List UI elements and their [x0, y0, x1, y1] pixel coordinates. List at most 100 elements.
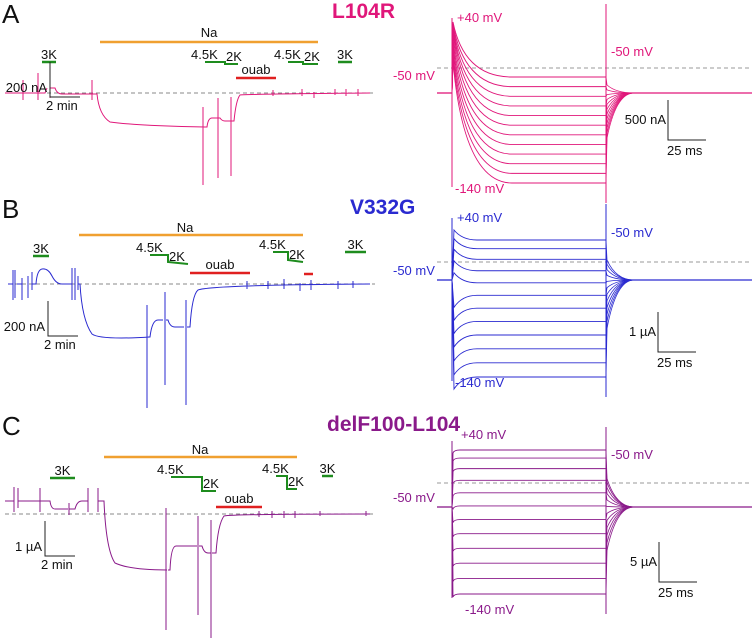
tail-current-trace — [605, 248, 635, 281]
scale-current-label: 200 nA — [4, 319, 46, 334]
step-current-trace — [451, 492, 606, 508]
scale-bar — [658, 542, 697, 583]
k45-label: 4.5K — [157, 462, 184, 477]
holding-voltage-label: -50 mV — [393, 263, 435, 278]
current-trace — [5, 487, 371, 638]
step-current-trace — [451, 279, 606, 391]
step-current-trace — [451, 279, 606, 363]
step-current-trace — [451, 47, 606, 155]
scale-time-label: 2 min — [41, 557, 73, 572]
k45-to-k2-solution-bar — [273, 251, 304, 263]
tail-current-trace — [605, 506, 635, 595]
step-current-trace — [451, 279, 606, 309]
scale-time-label: 25 ms — [667, 143, 703, 158]
scale-bar — [47, 301, 78, 337]
top-step-voltage-label: +40 mV — [461, 427, 506, 442]
mutant-title: delF100-L104 — [327, 413, 460, 436]
panel-letter: A — [2, 0, 20, 29]
step-current-trace — [451, 479, 606, 508]
step-current-trace — [451, 279, 606, 335]
k45-label: 4.5K — [274, 47, 301, 62]
k2-label: 2K — [304, 49, 320, 64]
step-current-trace — [451, 279, 606, 322]
panel-letter: B — [2, 194, 19, 224]
step-current-trace — [451, 57, 606, 174]
top-step-voltage-label: +40 mV — [457, 210, 502, 225]
na-label: Na — [177, 220, 194, 235]
tail-current-trace — [605, 239, 635, 281]
tail-current-trace — [605, 279, 635, 363]
step-current-trace — [451, 279, 606, 349]
ouabain-label: ouab — [225, 491, 254, 506]
step-current-trace — [451, 27, 606, 107]
k3-label: 3K — [33, 241, 49, 256]
step-current-trace — [451, 25, 606, 97]
step-current-trace — [451, 468, 606, 508]
step-current-trace — [451, 271, 606, 284]
step-current-trace — [451, 279, 606, 377]
scale-current-label: 5 µA — [630, 554, 657, 569]
k45-to-k2-solution-bar — [205, 61, 238, 65]
k3-label: 3K — [55, 463, 71, 478]
k45-label: 4.5K — [191, 47, 218, 62]
ouabain-label: ouab — [242, 62, 271, 77]
step-current-trace — [451, 228, 606, 281]
mutant-title: V332G — [350, 196, 415, 219]
scale-time-label: 2 min — [46, 98, 78, 113]
bottom-step-voltage-label: -140 mV — [455, 181, 504, 196]
step-current-trace — [451, 457, 606, 508]
tail-current-trace — [605, 270, 635, 281]
k2-label: 2K — [226, 49, 242, 64]
scale-current-label: 1 µA — [629, 324, 656, 339]
panel-letter: C — [2, 411, 21, 441]
k3-label: 3K — [320, 461, 336, 476]
k45-to-k2-solution-bar — [171, 476, 216, 492]
scale-bar — [667, 100, 706, 141]
k2-label: 2K — [289, 247, 305, 262]
k2-label: 2K — [203, 476, 219, 491]
step-current-trace — [451, 52, 606, 165]
k45-to-k2-solution-bar — [288, 61, 318, 65]
k45-label: 4.5K — [136, 240, 163, 255]
holding-voltage-label: -50 mV — [393, 490, 435, 505]
step-current-trace — [451, 506, 606, 598]
step-current-trace — [451, 506, 606, 537]
step-current-trace — [451, 506, 606, 523]
k2-label: 2K — [288, 474, 304, 489]
k45-label: 4.5K — [259, 237, 286, 252]
scale-current-label: 200 nA — [6, 80, 48, 95]
scale-current-label: 1 µA — [15, 539, 42, 554]
scale-bar — [49, 62, 80, 98]
current-trace — [8, 268, 371, 408]
post-step-voltage-label: -50 mV — [611, 225, 653, 240]
step-current-trace — [451, 449, 606, 508]
step-current-trace — [451, 29, 606, 116]
step-current-trace — [451, 506, 606, 582]
step-current-trace — [451, 259, 606, 281]
k45-label: 4.5K — [262, 461, 289, 476]
step-current-trace — [451, 33, 606, 126]
tail-current-trace — [605, 506, 635, 549]
step-current-trace — [451, 506, 606, 567]
holding-voltage-label: -50 mV — [393, 68, 435, 83]
step-current-trace — [451, 38, 606, 136]
k2-label: 2K — [169, 249, 185, 264]
k3-label: 3K — [348, 237, 364, 252]
current-trace — [5, 73, 371, 185]
post-step-voltage-label: -50 mV — [611, 447, 653, 462]
k45-to-k2-solution-bar — [276, 475, 297, 490]
step-current-trace — [451, 43, 606, 145]
scale-current-label: 500 nA — [625, 112, 667, 127]
tail-current-trace — [605, 92, 635, 174]
na-label: Na — [192, 442, 209, 457]
ouabain-label: ouab — [206, 257, 235, 272]
step-current-trace — [451, 62, 606, 184]
bottom-step-voltage-label: -140 mV — [465, 602, 514, 617]
scale-bar — [657, 312, 696, 353]
